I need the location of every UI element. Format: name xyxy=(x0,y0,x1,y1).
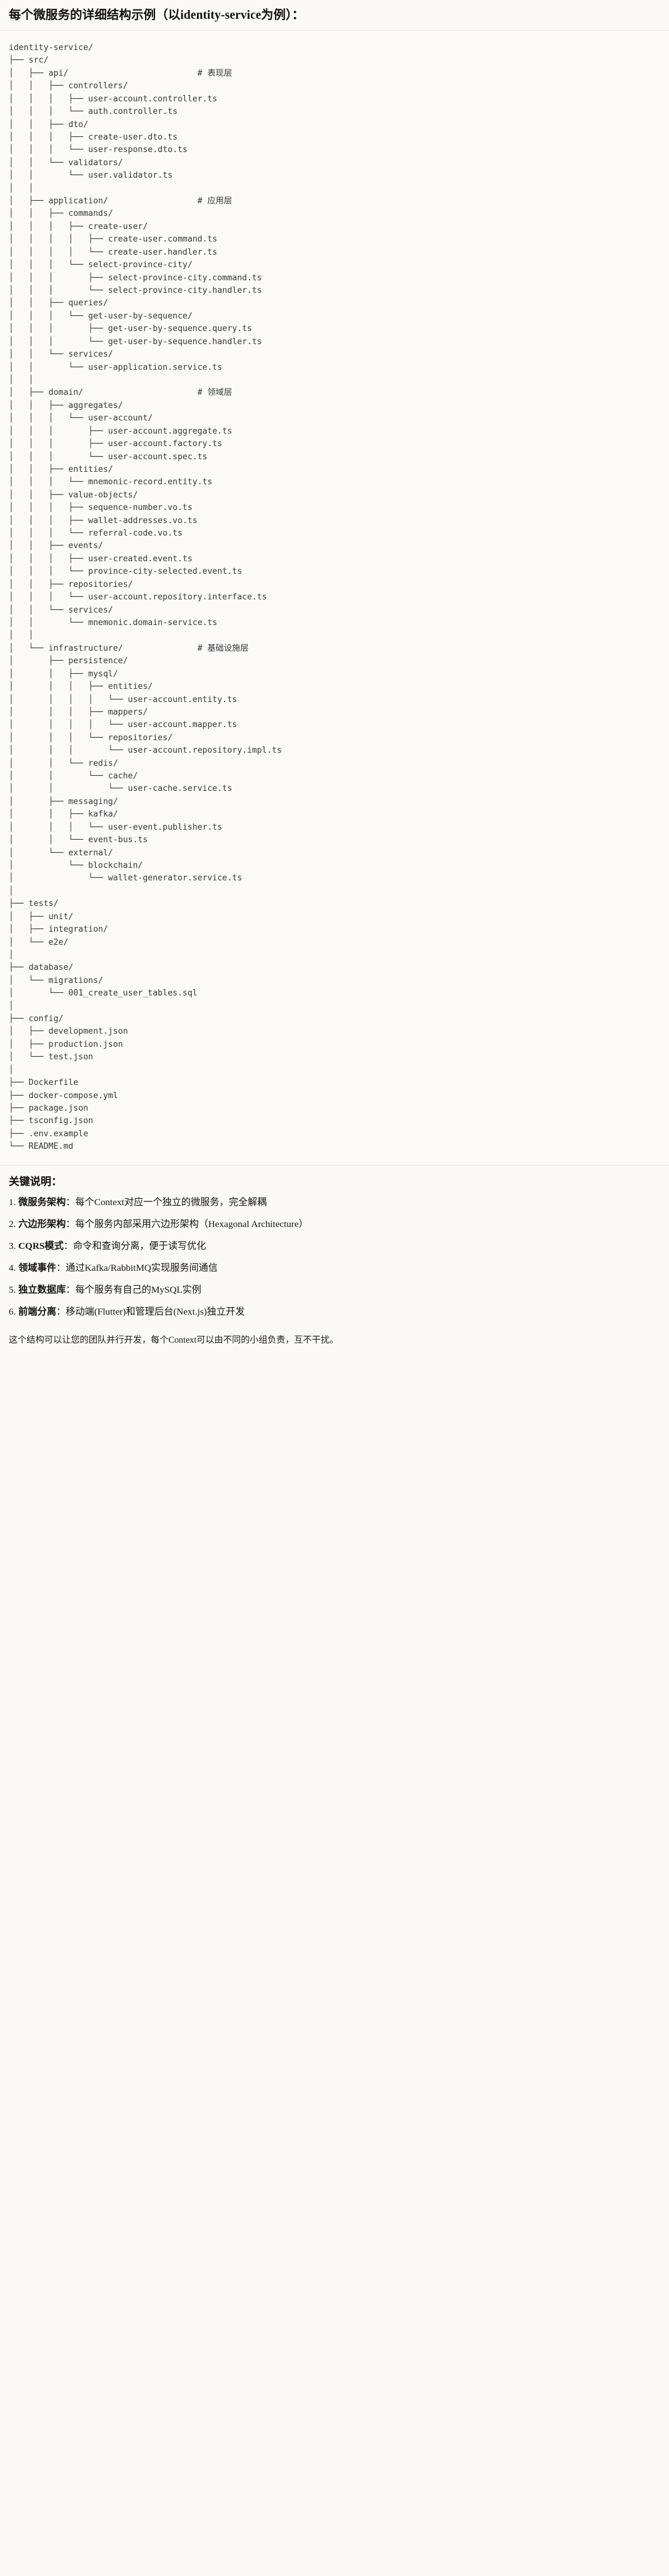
list-item-separator: ： xyxy=(56,1306,66,1317)
list-item-number: 3. xyxy=(9,1240,16,1251)
list-item-desc: 移动端(Flutter)和管理后台(Next.js)独立开发 xyxy=(66,1306,245,1317)
list-item: 3. CQRS模式：命令和查询分离，便于读写优化 xyxy=(9,1240,660,1253)
list-item-term: CQRS模式 xyxy=(18,1240,64,1251)
list-item-separator: ： xyxy=(56,1262,66,1273)
list-item: 2. 六边形架构：每个服务内部采用六边形架构（Hexagonal Archite… xyxy=(9,1218,660,1231)
list-item-number: 6. xyxy=(9,1306,16,1317)
divider-top xyxy=(0,30,669,31)
list-item: 1. 微服务架构：每个Context对应一个独立的微服务，完全解耦 xyxy=(9,1196,660,1209)
list-item: 5. 独立数据库：每个服务有自己的MySQL实例 xyxy=(9,1283,660,1297)
code-block: identity-service/ ├── src/ │ ├── api/ # … xyxy=(0,31,669,1165)
key-points-title: 关键说明： xyxy=(9,1175,62,1188)
list-item-term: 微服务架构 xyxy=(18,1196,66,1208)
list-item-separator: ： xyxy=(66,1196,76,1208)
list-item: 4. 领域事件：通过Kafka/RabbitMQ实现服务间通信 xyxy=(9,1261,660,1275)
list-item-desc: 每个服务内部采用六边形架构（Hexagonal Architecture） xyxy=(75,1218,308,1229)
list-item-term: 独立数据库 xyxy=(18,1284,66,1295)
list-item-separator: ： xyxy=(66,1284,76,1295)
key-points-section: 关键说明： 1. 微服务架构：每个Context对应一个独立的微服务，完全解耦 … xyxy=(0,1166,669,1330)
divider-bottom xyxy=(0,1164,669,1166)
list-item-desc: 每个Context对应一个独立的微服务，完全解耦 xyxy=(75,1196,267,1208)
list-item-term: 六边形架构 xyxy=(18,1218,66,1229)
closing-paragraph: 这个结构可以让您的团队并行开发，每个Context可以由不同的小组负责，互不干扰… xyxy=(9,1335,339,1345)
list-item-number: 4. xyxy=(9,1262,16,1273)
list-item-desc: 每个服务有自己的MySQL实例 xyxy=(75,1284,201,1295)
directory-tree[interactable]: identity-service/ ├── src/ │ ├── api/ # … xyxy=(9,43,282,1152)
page-title: 每个微服务的详细结构示例（以identity-service为例）： xyxy=(9,9,304,22)
list-item-desc: 通过Kafka/RabbitMQ实现服务间通信 xyxy=(66,1262,218,1273)
page-root: 每个微服务的详细结构示例（以identity-service为例）： ident… xyxy=(0,9,669,1345)
list-item-number: 2. xyxy=(9,1218,16,1229)
key-points-list: 1. 微服务架构：每个Context对应一个独立的微服务，完全解耦 2. 六边形… xyxy=(9,1196,660,1319)
list-item-desc: 命令和查询分离，便于读写优化 xyxy=(73,1240,206,1251)
list-item-term: 领域事件 xyxy=(18,1262,56,1273)
list-item-separator: ： xyxy=(66,1218,76,1229)
list-item-term: 前端分离 xyxy=(18,1306,56,1317)
list-item-number: 1. xyxy=(9,1196,16,1208)
list-item: 6. 前端分离：移动端(Flutter)和管理后台(Next.js)独立开发 xyxy=(9,1305,660,1319)
list-item-number: 5. xyxy=(9,1284,16,1295)
list-item-separator: ： xyxy=(63,1240,73,1251)
